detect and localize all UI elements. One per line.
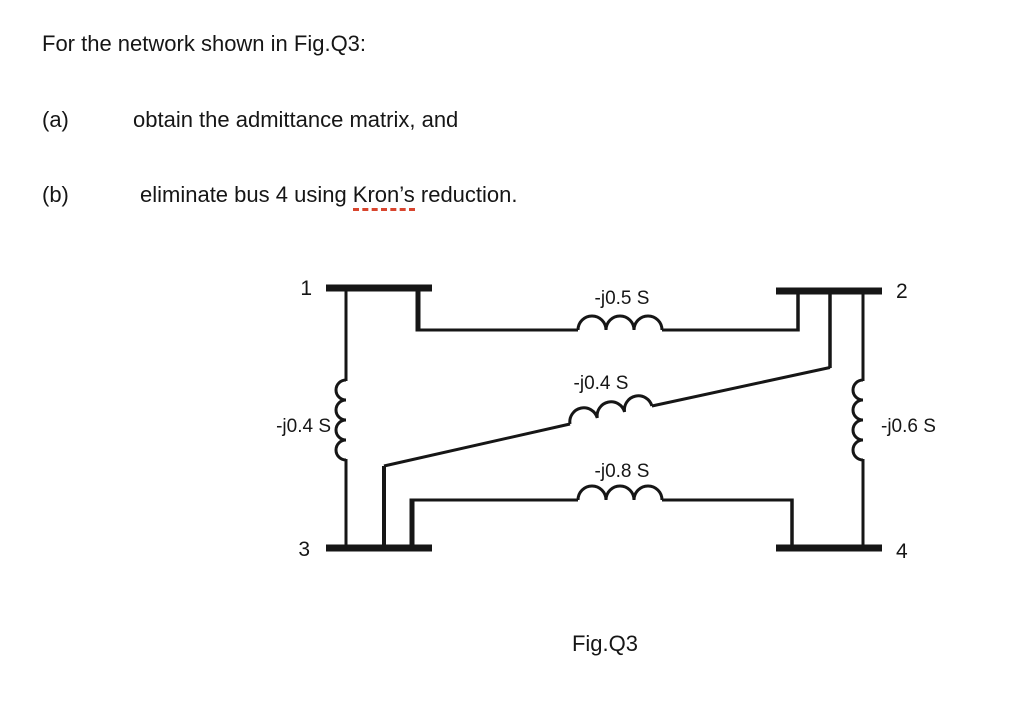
part-b-text-before: eliminate bus 4 using xyxy=(140,182,353,207)
inductor-3-2-icon xyxy=(568,394,654,425)
inductor-1-3-icon xyxy=(334,378,347,462)
bus-4-label: 4 xyxy=(896,540,908,563)
branch-3-2-wire-left xyxy=(383,422,571,468)
inductor-1-2-icon xyxy=(576,314,664,331)
branch-3-4-admittance-label: -j0.8 S xyxy=(595,461,650,482)
problem-intro: For the network shown in Fig.Q3: xyxy=(42,31,367,56)
branch-2-4-admittance-label: -j0.6 S xyxy=(881,416,936,437)
branch-1-2-admittance-label: -j0.5 S xyxy=(595,288,650,309)
branch-3-2-admittance-label: -j0.4 S xyxy=(574,373,629,394)
branch-3-4: -j0.8 S xyxy=(409,461,794,548)
branch-3-2-wire-right xyxy=(651,366,831,408)
bus-3-label: 3 xyxy=(298,538,310,561)
branch-3-2: -j0.4 S xyxy=(382,291,832,548)
part-b-text-after: reduction. xyxy=(414,182,518,207)
part-b-spellcheck-word: Kron’s xyxy=(352,182,415,211)
bus-1-label: 1 xyxy=(300,277,312,300)
part-a-text: obtain the admittance matrix, and xyxy=(133,107,459,132)
inductor-2-4-icon xyxy=(851,378,864,462)
part-b-text: eliminate bus 4 using Kron’s reduction. xyxy=(140,181,518,211)
branch-1-3: -j0.4 S xyxy=(276,288,348,548)
inductor-3-4-icon xyxy=(576,484,664,501)
bus-2-label: 2 xyxy=(896,280,908,303)
branch-2-4: -j0.6 S xyxy=(851,291,936,548)
branch-1-2: -j0.5 S xyxy=(415,288,800,332)
part-a-label: (a) xyxy=(42,107,69,132)
figure-caption: Fig.Q3 xyxy=(571,631,639,656)
branch-1-3-admittance-label: -j0.4 S xyxy=(276,416,331,437)
part-b-label: (b) xyxy=(42,182,69,207)
